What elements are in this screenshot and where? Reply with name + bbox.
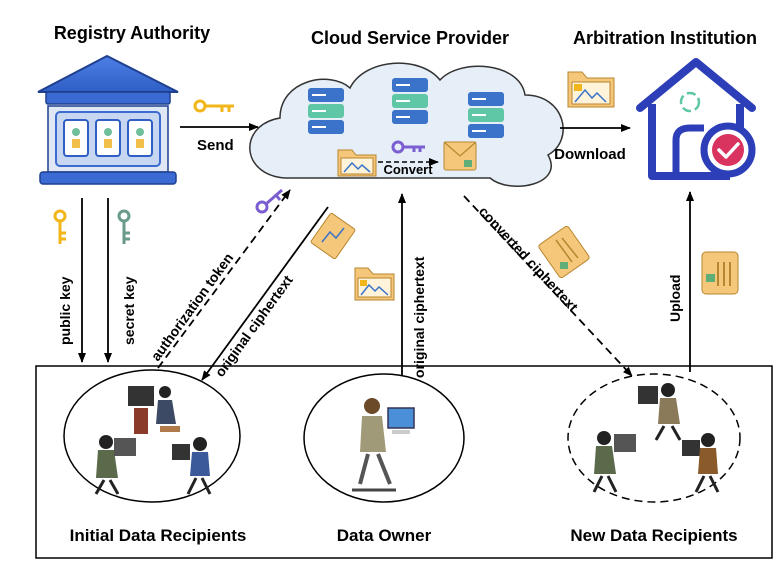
original-ciphertext-arrow-to-recipients: [201, 206, 329, 381]
new-data-recipients-label: New Data Recipients: [570, 526, 737, 545]
convert-key-icon: [391, 140, 425, 154]
authorization-key-icon: [255, 188, 283, 214]
upload-file-icon: [701, 251, 739, 295]
server-icon: [468, 92, 504, 138]
person-at-computer-icon: [682, 433, 720, 493]
person-at-computer-icon: [638, 383, 682, 441]
server-icon: [392, 78, 428, 124]
users-container: [35, 365, 773, 559]
converted-ciphertext-arrow: [463, 195, 633, 377]
converted-envelope-icon: [443, 141, 477, 171]
convert-label: Convert: [383, 162, 433, 177]
server-icon: [308, 88, 344, 134]
original-ciphertext-from-owner-label: original ciphertext: [411, 256, 427, 378]
person-at-computer-icon: [128, 386, 180, 434]
person-at-computer-icon: [172, 437, 212, 495]
person-at-computer-icon: [592, 431, 636, 493]
download-label: Download: [554, 146, 626, 163]
send-label: Send: [197, 137, 234, 154]
initial-data-recipients-label: Initial Data Recipients: [70, 526, 247, 545]
arbitration-institution-title: Arbitration Institution: [573, 28, 757, 48]
original-ciphertext-to-recipients-label: original ciphertext: [211, 272, 295, 380]
encrypted-folder-icon: [337, 149, 377, 177]
encrypted-folder-icon: [567, 71, 615, 108]
encrypted-folder-icon: [354, 267, 395, 301]
bank-icon: [37, 54, 179, 185]
person-at-computer-icon: [94, 435, 136, 495]
cloud-service-provider-title: Cloud Service Provider: [311, 28, 509, 48]
data-owner-label: Data Owner: [337, 526, 432, 545]
ciphertext-file-icon: [310, 212, 356, 260]
secret-key-icon: [117, 209, 131, 244]
authorization-token-label: authorization token: [147, 250, 236, 364]
person-at-computer-icon: [352, 398, 415, 492]
upload-label: Upload: [667, 275, 683, 322]
public-key-label: public key: [57, 276, 73, 345]
house-icon: [636, 58, 756, 180]
converted-file-icon: [538, 225, 590, 279]
gold-key-icon: [193, 99, 234, 113]
public-key-icon: [53, 209, 67, 244]
registry-authority-title: Registry Authority: [54, 23, 210, 43]
authorization-token-arrow: [157, 189, 291, 369]
secret-key-label: secret key: [121, 276, 137, 345]
